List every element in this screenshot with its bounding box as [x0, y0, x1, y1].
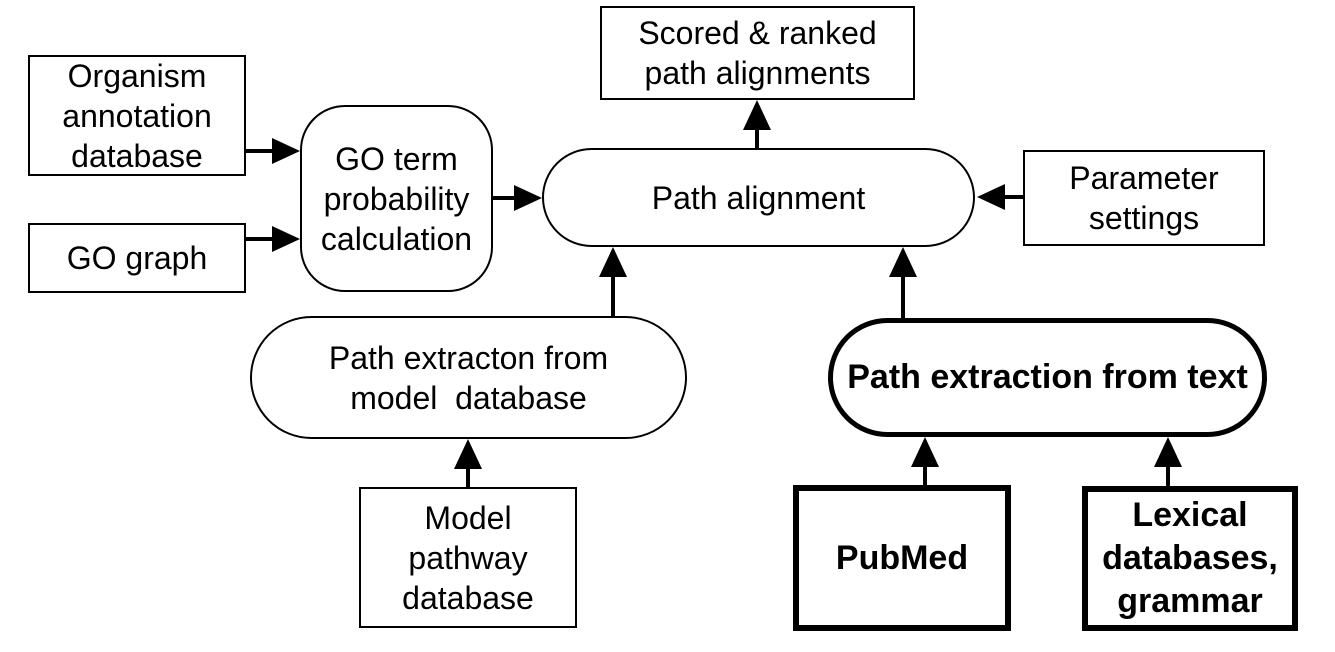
node-parameter-settings: Parameter settings — [1023, 150, 1265, 246]
node-go-term-probability-calculation: GO term probability calculation — [300, 105, 493, 292]
node-organism-annotation-database: Organism annotation database — [28, 55, 246, 176]
node-label: GO term probability calculation — [320, 140, 473, 257]
arrowhead-right-icon — [272, 226, 300, 252]
node-path-extraction-from-text: Path extraction from text — [828, 318, 1267, 437]
node-label: Path extraction from text — [847, 358, 1248, 396]
arrowhead-right-icon — [514, 185, 542, 211]
node-label: Parameter settings — [1069, 160, 1219, 236]
node-label: Path extracton from model database — [328, 339, 609, 416]
arrowhead-up-icon — [454, 439, 482, 469]
arrowhead-up-icon — [743, 100, 771, 130]
node-label: Path alignment — [651, 179, 866, 216]
node-go-graph: GO graph — [28, 223, 246, 293]
arrowhead-up-icon — [911, 437, 939, 467]
arrowhead-up-icon — [1154, 437, 1182, 467]
node-label: Organism annotation database — [62, 57, 212, 174]
node-label: GO graph — [66, 240, 208, 276]
node-model-pathway-database: Model pathway database — [359, 487, 577, 628]
node-path-alignment: Path alignment — [542, 148, 975, 247]
arrowhead-up-icon — [889, 247, 917, 277]
node-pubmed: PubMed — [793, 485, 1011, 631]
node-path-extraction-from-model-database: Path extracton from model database — [250, 316, 687, 439]
arrowhead-up-icon — [599, 247, 627, 277]
node-label: Model pathway database — [402, 499, 534, 616]
arrowhead-right-icon — [272, 138, 300, 164]
node-lexical-databases-grammar: Lexical databases, grammar — [1082, 486, 1298, 631]
node-label: Lexical databases, grammar — [1102, 496, 1278, 620]
node-label: Scored & ranked path alignments — [638, 15, 877, 91]
node-label: PubMed — [835, 538, 969, 577]
arrowhead-left-icon — [977, 184, 1005, 210]
node-scored-ranked-path-alignments: Scored & ranked path alignments — [600, 6, 915, 100]
